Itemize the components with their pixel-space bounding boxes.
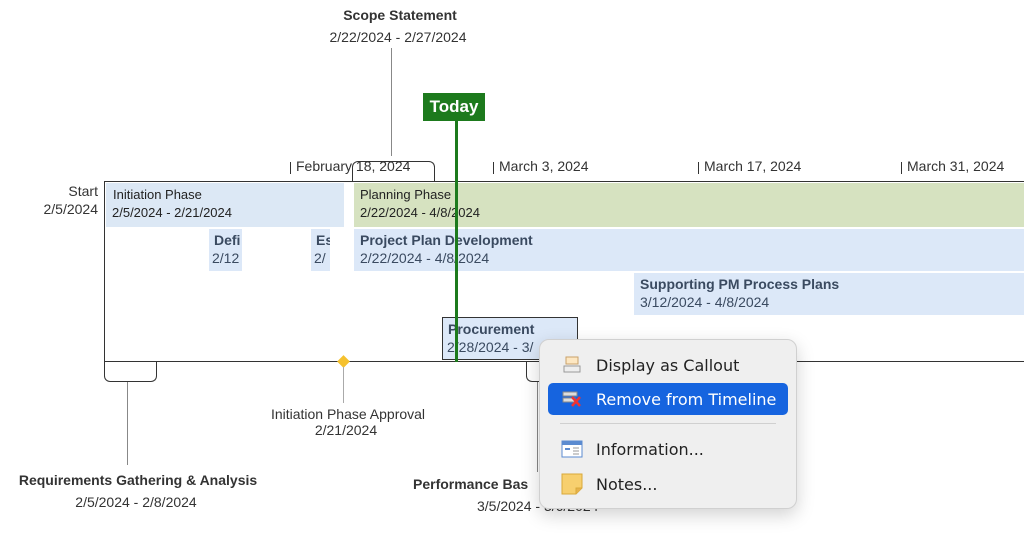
- scope-statement-dates: 2/22/2024 - 2/27/2024: [329, 29, 467, 45]
- context-menu: Display as Callout Remove from Timeline …: [539, 339, 797, 509]
- today-marker[interactable]: Today: [423, 93, 485, 121]
- remove-timeline-icon: [560, 388, 584, 410]
- menu-item-notes[interactable]: Notes...: [548, 468, 788, 500]
- tick-label-mar3: March 3, 2024: [499, 158, 589, 174]
- task-name: Es: [316, 232, 330, 248]
- tick-label-mar17: March 17, 2024: [704, 158, 802, 174]
- requirements-callout-connector: [127, 382, 128, 465]
- tick-label-feb18: February 18, 2024: [296, 158, 411, 174]
- menu-item-remove-from-timeline[interactable]: Remove from Timeline: [548, 383, 788, 415]
- milestone-date: 2/21/2024: [314, 422, 378, 438]
- phase-dates: 2/5/2024 - 2/21/2024: [112, 205, 232, 220]
- milestone-connector: [343, 367, 344, 403]
- notes-icon: [560, 473, 584, 495]
- milestone-name[interactable]: Initiation Phase Approval: [270, 406, 426, 422]
- performance-callout-bracket: [526, 362, 543, 382]
- task-name: Defi: [214, 232, 241, 248]
- task-bar-supporting-pm[interactable]: Supporting PM Process Plans 3/12/2024 - …: [634, 273, 1024, 315]
- timeline-start-date: 2/5/2024: [43, 201, 99, 217]
- phase-bar-initiation[interactable]: Initiation Phase 2/5/2024 - 2/21/2024: [106, 183, 344, 227]
- timeline-start-label: Start: [68, 183, 98, 199]
- phase-bar-planning[interactable]: Planning Phase 2/22/2024 - 4/8/2024: [354, 183, 1024, 227]
- menu-item-information[interactable]: Information...: [548, 433, 788, 465]
- performance-callout-title[interactable]: Performance Bas: [413, 476, 529, 492]
- requirements-callout-title[interactable]: Requirements Gathering & Analysis: [18, 472, 258, 488]
- tick-mark: [493, 162, 494, 174]
- tick-mark: [901, 162, 902, 174]
- task-name: Procurement: [448, 321, 535, 337]
- task-name: Supporting PM Process Plans: [640, 276, 840, 292]
- scope-callout-bracket: [352, 161, 435, 182]
- task-bar-establish[interactable]: Es 2/: [311, 229, 330, 271]
- menu-item-label: Display as Callout: [596, 355, 740, 375]
- callout-icon: [560, 354, 584, 376]
- task-dates: 2/: [314, 250, 326, 266]
- performance-callout-connector: [537, 382, 538, 472]
- requirements-callout-bracket: [104, 362, 157, 382]
- phase-dates: 2/22/2024 - 4/8/2024: [360, 205, 480, 220]
- task-bar-define[interactable]: Defi 2/12: [209, 229, 242, 271]
- menu-item-display-as-callout[interactable]: Display as Callout: [548, 349, 788, 381]
- tick-mark: [290, 162, 291, 174]
- menu-item-label: Remove from Timeline: [596, 389, 777, 409]
- menu-item-label: Information...: [596, 439, 704, 459]
- menu-separator: [560, 423, 776, 424]
- task-dates: 2/28/2024 - 3/: [447, 339, 534, 355]
- menu-item-label: Notes...: [596, 474, 658, 494]
- information-icon: [560, 438, 584, 460]
- requirements-callout-dates: 2/5/2024 - 2/8/2024: [75, 494, 197, 510]
- tick-label-mar31: March 31, 2024: [907, 158, 1005, 174]
- task-name: Project Plan Development: [360, 232, 533, 248]
- tick-mark: [698, 162, 699, 174]
- task-dates: 3/12/2024 - 4/8/2024: [640, 294, 770, 310]
- task-dates: 2/12: [212, 250, 240, 266]
- scope-statement-title[interactable]: Scope Statement: [343, 7, 457, 23]
- phase-name: Planning Phase: [360, 187, 452, 202]
- phase-name: Initiation Phase: [113, 187, 202, 202]
- scope-callout-connector: [391, 48, 392, 156]
- today-line: [455, 118, 458, 362]
